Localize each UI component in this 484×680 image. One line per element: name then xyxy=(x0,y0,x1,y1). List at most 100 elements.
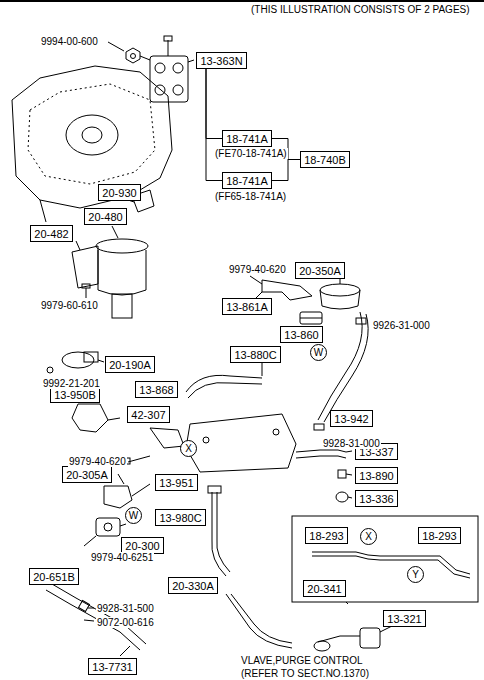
part-label: 9992-21-201 xyxy=(42,378,101,389)
part-number: W xyxy=(314,347,323,359)
filter-13-321 xyxy=(314,626,392,651)
bracket-line xyxy=(272,160,300,181)
part-number: 13-861A xyxy=(226,301,268,313)
part-label: 9979-40-620 xyxy=(228,264,287,275)
part-number-box: 13-363N xyxy=(196,52,247,69)
part-number-box: 20-330A xyxy=(168,577,218,594)
part-number-box: 20-480 xyxy=(84,208,127,225)
part-number-box: 42-307 xyxy=(127,406,170,423)
top-rule xyxy=(0,0,484,2)
part-number-box: 20-350A xyxy=(295,262,345,279)
reference-circle: W xyxy=(125,507,142,524)
part-label: (REFER TO SECT.NO.1370) xyxy=(240,668,370,679)
part-number: 13-321 xyxy=(387,613,421,625)
nut-9994-00-600 xyxy=(108,42,140,63)
part-number-box: 20-651B xyxy=(29,568,79,585)
transmission-housing xyxy=(12,66,172,222)
bracket-line xyxy=(206,69,222,139)
part-label: 9979-40-6251 xyxy=(90,552,154,563)
part-number-box: 13-951 xyxy=(155,474,198,491)
part-number: 20-341 xyxy=(307,583,341,595)
part-number: 18-740B xyxy=(304,154,346,166)
part-number-box: 20-482 xyxy=(30,225,73,242)
part-number: 13-868 xyxy=(139,384,173,396)
part-number: 13-942 xyxy=(334,413,368,425)
part-label: 9928-31-500 xyxy=(96,603,155,614)
canister-13-860 xyxy=(300,312,322,324)
part-number-box: 20-341 xyxy=(303,580,346,597)
part-label: 9928-31-000 xyxy=(322,438,381,449)
part-number-box: 13-880C xyxy=(230,346,281,363)
part-number-box: 13-7731 xyxy=(88,658,137,675)
purge-valve-20-350A xyxy=(320,278,360,309)
solenoid-valve-assembly xyxy=(140,36,194,102)
part-number-box: 13-942 xyxy=(330,410,373,427)
part-number-box: 18-740B xyxy=(300,151,350,168)
bracket-line xyxy=(206,69,222,181)
part-number: 18-293 xyxy=(309,530,343,542)
part-number: 18-293 xyxy=(422,530,456,542)
pipe-group-20-341 xyxy=(292,516,478,604)
hose-13-868 xyxy=(186,362,262,398)
part-number-box: 13-868 xyxy=(135,381,178,398)
part-number: 20-350A xyxy=(299,265,341,277)
part-label: 9994-00-600 xyxy=(40,36,99,47)
bracket-20-482 xyxy=(72,241,98,298)
part-number: X xyxy=(365,531,372,543)
part-number: W xyxy=(129,510,138,522)
part-number: 13-880C xyxy=(234,349,276,361)
reference-circle: Y xyxy=(407,566,424,583)
canister-20-480 xyxy=(96,226,148,318)
part-number: 20-651B xyxy=(33,571,75,583)
part-number: 13-363N xyxy=(200,55,242,67)
part-number: 20-330A xyxy=(172,580,214,592)
bracket-13-861A xyxy=(250,276,312,300)
part-number-box: 13-890 xyxy=(355,467,398,484)
part-number: Y xyxy=(412,569,419,581)
part-number: 13-980C xyxy=(159,512,201,524)
part-label: 9072-00-616 xyxy=(96,617,155,628)
part-number: 13-951 xyxy=(159,477,193,489)
part-number-box: 20-930 xyxy=(98,184,141,201)
part-number: 20-305A xyxy=(66,469,108,481)
page-note: (THIS ILLUSTRATION CONSISTS OF 2 PAGES) xyxy=(250,4,471,15)
part-number: 13-860 xyxy=(284,329,318,341)
part-label: 9979-40-620 xyxy=(68,456,127,467)
part-number-box: 13-321 xyxy=(383,610,426,627)
part-number: 20-480 xyxy=(88,211,122,223)
part-label: 9926-31-000 xyxy=(372,320,431,331)
part-number-box: 20-305A xyxy=(62,466,112,483)
part-number-box: 13-980C xyxy=(155,509,206,526)
reference-circle: X xyxy=(360,528,377,545)
reference-circle: W xyxy=(310,344,327,361)
part-number-box: 13-860 xyxy=(280,326,323,343)
part-number: 13-950B xyxy=(54,389,96,401)
part-label: 9979-60-610 xyxy=(40,300,99,311)
part-number-box: 18-741A xyxy=(222,130,272,147)
part-number: 20-190A xyxy=(109,359,151,371)
reference-circle: X xyxy=(180,440,197,457)
part-number-box: 20-190A xyxy=(105,356,155,373)
part-number-box: 18-293 xyxy=(418,527,461,544)
part-label: (FE70-18-741A) xyxy=(214,148,288,159)
part-number: 42-307 xyxy=(131,409,165,421)
part-label: VLAVE,PURGE CONTROL xyxy=(240,655,364,666)
part-number: 18-741A xyxy=(226,133,268,145)
part-number-box: 18-293 xyxy=(305,527,348,544)
part-number: 20-930 xyxy=(102,187,136,199)
part-number: X xyxy=(185,443,192,455)
part-number: 13-7731 xyxy=(92,661,132,673)
part-label: (FF65-18-741A) xyxy=(214,191,287,202)
part-number-box: 13-336 xyxy=(355,490,398,507)
part-number: 13-336 xyxy=(359,493,393,505)
part-number: 20-482 xyxy=(34,228,68,240)
part-number: 20-300 xyxy=(125,540,159,552)
vacuum-switch-20-300 xyxy=(84,518,126,546)
part-number-box: 13-861A xyxy=(222,298,272,315)
part-number: 13-890 xyxy=(359,470,393,482)
pipe-20-330A xyxy=(208,486,292,648)
pipe-13-337 xyxy=(296,450,352,502)
part-number-box: 18-741A xyxy=(222,172,272,189)
vacuum-actuator-20-190A xyxy=(47,352,104,373)
